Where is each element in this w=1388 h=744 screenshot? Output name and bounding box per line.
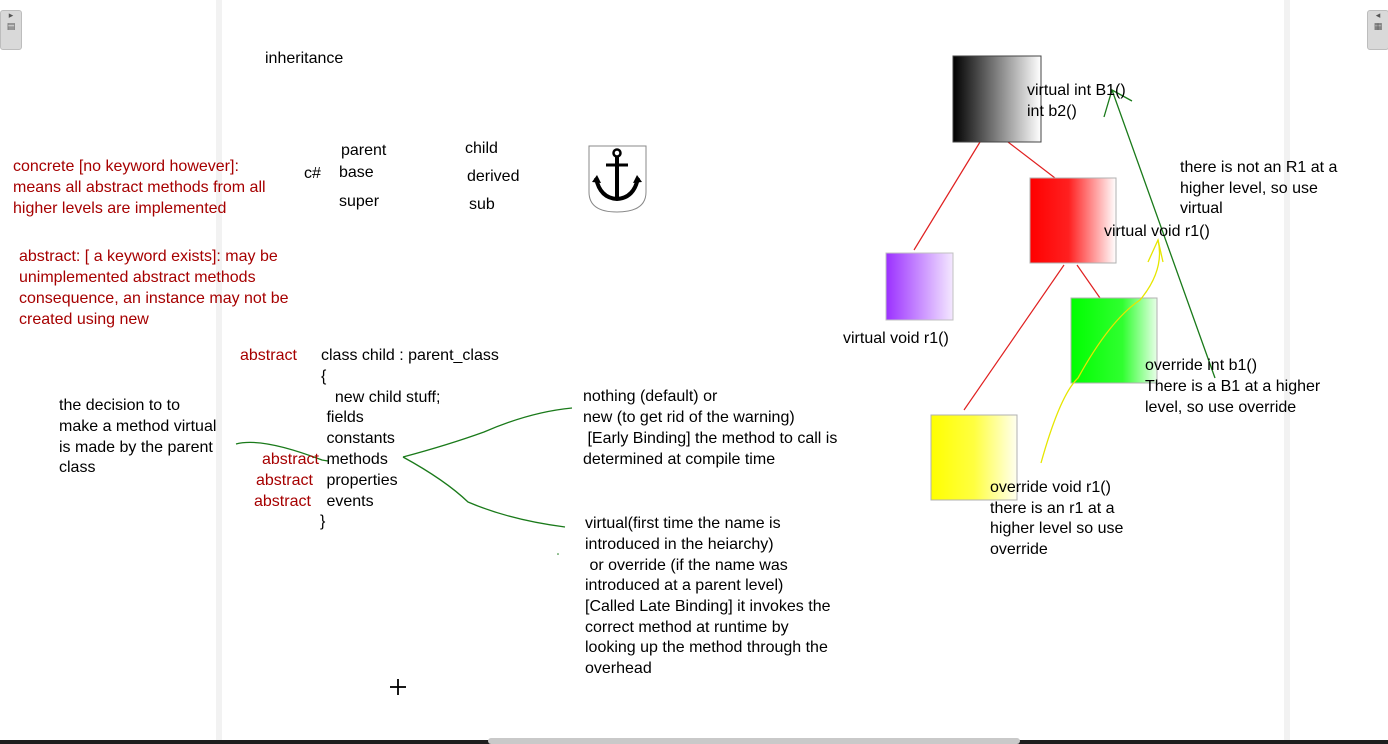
- hierarchy-line: [1076, 264, 1101, 299]
- green-branch-early: [402, 407, 573, 458]
- term-sub: sub: [469, 196, 495, 213]
- green-class-box: [1070, 297, 1158, 384]
- code-line: methods: [322, 451, 388, 468]
- note-line: consequence, an instance may not be: [19, 290, 289, 307]
- green-branch-late: [402, 456, 566, 528]
- crosshair-cursor-icon: [390, 679, 406, 695]
- code-line: fields: [322, 409, 364, 426]
- yellow-box-label-4: override: [990, 541, 1048, 558]
- yellow-box-label-3: higher level so use: [990, 520, 1124, 537]
- horizontal-scrollbar[interactable]: [488, 738, 1020, 744]
- code-line: class child : parent_class: [321, 347, 499, 364]
- note-line: is made by the parent: [59, 439, 213, 456]
- red-box-note-2: higher level, so use: [1180, 180, 1318, 197]
- hierarchy-line: [913, 141, 981, 251]
- code-line: events: [322, 493, 374, 510]
- green-box-label-2: There is a B1 at a higher: [1145, 378, 1321, 395]
- abstract-class-keyword: abstract: [240, 347, 297, 364]
- collapse-arrow-icon: ◂: [1375, 11, 1381, 21]
- note-line: concrete [no keyword however]:: [13, 158, 239, 175]
- term-parent: parent: [341, 142, 387, 159]
- note-line: created using new: [19, 311, 149, 328]
- hierarchy-line: [963, 264, 1065, 411]
- note-line: virtual(first time the name is: [585, 515, 781, 532]
- note-line: looking up the method through the: [585, 639, 828, 656]
- green-arrow: [1111, 89, 1216, 379]
- abstract-methods-keyword: abstract: [262, 451, 319, 468]
- code-line: constants: [322, 430, 395, 447]
- red-box-note-1: there is not an R1 at a: [1180, 159, 1338, 176]
- black-box-label-2: int b2(): [1027, 103, 1077, 120]
- code-line: new child stuff;: [326, 389, 441, 406]
- yellow-class-box: [930, 414, 1018, 501]
- note-line: abstract: [ a keyword exists]: may be: [19, 248, 278, 265]
- note-line: make a method virtual: [59, 418, 217, 435]
- note-line: introduced at a parent level): [585, 577, 784, 594]
- green-connector: [235, 441, 329, 462]
- right-panel-toggle-button[interactable]: ◂ ▦: [1367, 10, 1388, 50]
- hierarchy-line: [1007, 141, 1056, 179]
- page-icon: ▤: [6, 22, 16, 32]
- red-box-label: virtual void r1(): [1104, 223, 1210, 240]
- red-box-note-3: virtual: [1180, 200, 1223, 217]
- term-super: super: [339, 193, 380, 210]
- black-class-box: [952, 55, 1042, 143]
- note-line: nothing (default) or: [583, 388, 718, 405]
- note-line: class: [59, 459, 96, 476]
- abstract-properties-keyword: abstract: [256, 472, 313, 489]
- note-line: unimplemented abstract methods: [19, 269, 256, 286]
- note-line: correct method at runtime by: [585, 619, 789, 636]
- yellow-box-label-2: there is an r1 at a: [990, 500, 1115, 517]
- page-title: inheritance: [265, 50, 344, 67]
- note-line: the decision to to: [59, 397, 180, 414]
- note-line: overhead: [585, 660, 652, 677]
- yellow-arrow: [1040, 239, 1161, 464]
- code-line: {: [321, 368, 327, 385]
- yellow-arrowhead: [1147, 237, 1164, 263]
- right-page-gutter: [1284, 0, 1290, 744]
- black-box-label-1: virtual int B1(): [1027, 82, 1126, 99]
- purple-class-box: [885, 252, 954, 321]
- left-panel-toggle-button[interactable]: ▸ ▤: [0, 10, 22, 50]
- green-box-label-1: override int b1(): [1145, 357, 1258, 374]
- code-line: properties: [322, 472, 398, 489]
- anchor-icon: [588, 145, 647, 213]
- left-page-gutter: [216, 0, 222, 744]
- note-line: determined at compile time: [583, 451, 776, 468]
- expand-arrow-icon: ▸: [8, 11, 14, 21]
- lang-label: c#: [304, 165, 321, 182]
- note-line: means all abstract methods from all: [13, 179, 266, 196]
- red-class-box: [1029, 177, 1117, 264]
- green-arrowhead: [1103, 89, 1133, 118]
- purple-box-label: virtual void r1(): [843, 330, 949, 347]
- term-derived: derived: [467, 168, 520, 185]
- term-base: base: [339, 164, 374, 181]
- code-line: }: [320, 513, 326, 530]
- note-line: [Called Late Binding] it invokes the: [585, 598, 831, 615]
- term-child: child: [465, 140, 498, 157]
- abstract-events-keyword: abstract: [254, 493, 311, 510]
- note-line: new (to get rid of the warning): [583, 409, 795, 426]
- note-line: [Early Binding] the method to call is: [583, 430, 838, 447]
- note-line: or override (if the name was: [585, 557, 788, 574]
- note-line: higher levels are implemented: [13, 200, 227, 217]
- green-box-label-3: level, so use override: [1145, 399, 1297, 416]
- yellow-box-label-1: override void r1(): [990, 479, 1111, 496]
- note-line: introduced in the heiarchy): [585, 536, 774, 553]
- gallery-icon: ▦: [1373, 22, 1383, 32]
